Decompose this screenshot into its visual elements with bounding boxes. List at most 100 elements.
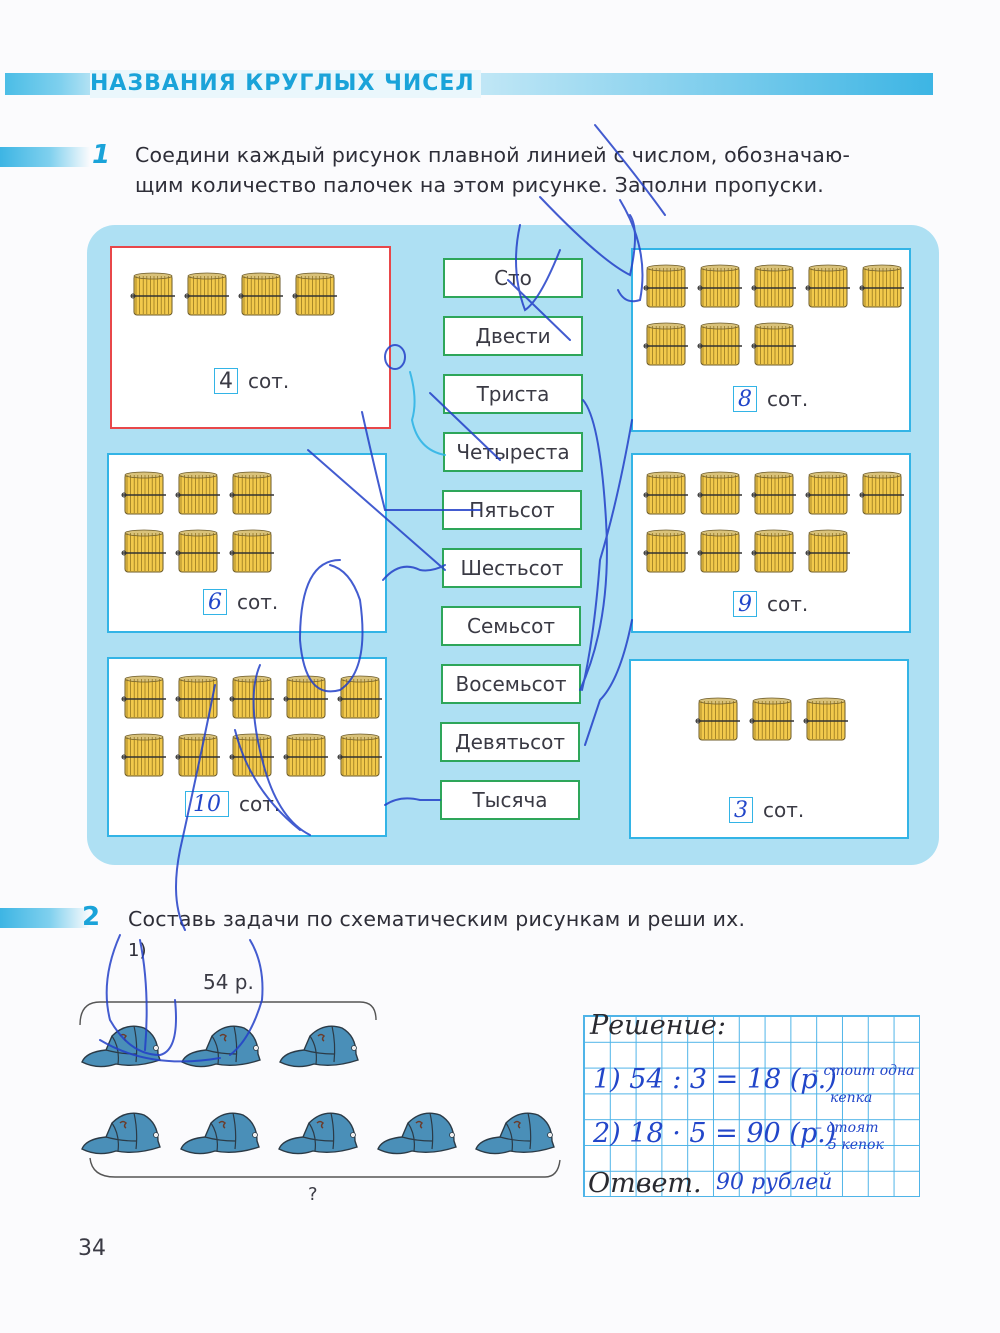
stick-bundle-icon [229,469,275,517]
stick-bundle-icon [697,262,743,310]
stick-bundle-icon [749,695,795,743]
stick-bundle-icon [283,731,329,779]
answer-label: Ответ. [588,1168,702,1199]
stick-bundle-icon [337,731,383,779]
task-2-number: 2 [82,902,101,932]
stick-bundle-icon [175,673,221,721]
task-2-text: Составь задачи по схематическим рисункам… [128,907,746,931]
number-word-200[interactable]: Двести [443,316,583,356]
price-label: 54 р. [203,970,254,994]
count-row: 4 сот. [214,368,289,394]
solution-step-2: 2) 18 · 5 = 90 (р.) [593,1118,837,1149]
stick-bundle-icon [175,527,221,575]
number-word-600[interactable]: Шестьсот [442,548,582,588]
stick-bundle-icon [121,469,167,517]
stick-bundle-icon [283,673,329,721]
solution-step-1-note-a: – стоит одна [812,1063,915,1079]
stick-bundle-icon [337,673,383,721]
count-answer-box[interactable]: 8 [733,386,757,412]
unit-label: сот. [237,590,279,614]
solution-step-2-note-a: – стоят [815,1120,879,1136]
page-number: 34 [78,1236,106,1261]
solution-heading: Решение: [590,1010,726,1041]
task-1-text-line1: Соедини каждый рисунок плавной линией с … [135,143,851,167]
stick-bundle-icon [695,695,741,743]
stick-bundle-icon [292,270,338,318]
bundle-card-3[interactable]: 3 сот. [629,659,909,839]
solution-step-1-note-b: кепка [830,1090,873,1106]
cap-icon [175,1105,263,1159]
unit-label: сот. [248,369,290,393]
count-row: 6 сот. [203,589,278,615]
number-word-400[interactable]: Четыреста [443,432,583,472]
count-answer-box[interactable]: 10 [185,791,229,817]
stick-bundle-icon [805,262,851,310]
stick-bundle-icon [697,469,743,517]
cap-icon [273,1105,361,1159]
stick-bundle-icon [697,527,743,575]
bottom-brace [89,1157,561,1178]
stick-bundle-icon [121,731,167,779]
unit-label: сот. [767,592,809,616]
bundle-group [643,469,905,575]
count-row: 9 сот. [733,591,808,617]
bundle-card-9[interactable]: 9 сот. [631,453,911,633]
number-word-900[interactable]: Девятьсот [440,722,580,762]
count-row: 8 сот. [733,386,808,412]
bundle-card-4[interactable]: 4 сот. [110,246,391,429]
number-word-100[interactable]: Сто [443,258,583,298]
bundle-card-6[interactable]: 6 сот. [107,453,387,633]
number-word-700[interactable]: Семьсот [441,606,581,646]
task-1-number: 1 [92,140,111,170]
stick-bundle-icon [121,527,167,575]
stick-bundle-icon [751,262,797,310]
stick-bundle-icon [130,270,176,318]
task-1-marker-band [0,147,90,167]
stick-bundle-icon [238,270,284,318]
solution-grid[interactable] [583,1015,920,1197]
count-row: 10 сот. [185,791,280,817]
section-title: НАЗВАНИЯ КРУГЛЫХ ЧИСЕЛ [90,70,481,98]
stick-bundle-icon [643,262,689,310]
number-word-800[interactable]: Восемьсот [441,664,581,704]
bundle-group [130,270,392,318]
bundle-card-10[interactable]: 10 сот. [107,657,387,837]
stick-bundle-icon [643,469,689,517]
bundle-group [695,695,849,743]
count-answer-box[interactable]: 3 [729,797,753,823]
count-answer-box[interactable]: 9 [733,591,757,617]
task-2-marker-band [0,908,90,928]
stick-bundle-icon [229,527,275,575]
task-1-text-line2: щим количество палочек на этом рисунке. … [135,173,825,197]
stick-bundle-icon [859,262,905,310]
stick-bundle-icon [803,695,849,743]
stick-bundle-icon [805,527,851,575]
stick-bundle-icon [175,731,221,779]
stick-bundle-icon [697,320,743,368]
bundle-group [643,262,905,368]
stick-bundle-icon [751,527,797,575]
stick-bundle-icon [751,469,797,517]
cap-icon [372,1105,460,1159]
number-word-500[interactable]: Пятьсот [442,490,582,530]
stick-bundle-icon [175,469,221,517]
count-answer-box[interactable]: 4 [214,368,238,394]
bundle-card-8[interactable]: 8 сот. [631,248,911,432]
stick-bundle-icon [751,320,797,368]
bundle-group [121,469,275,575]
cap-icon [176,1018,264,1072]
unit-label: сот. [767,387,809,411]
answer-value: 90 рублей [716,1170,833,1195]
number-word-300[interactable]: Триста [443,374,583,414]
solution-step-1: 1) 54 : 3 = 18 (р.) [593,1064,837,1095]
stick-bundle-icon [184,270,230,318]
subtask-number: 1) [128,940,147,961]
number-word-1000[interactable]: Тысяча [440,780,580,820]
unknown-total-label: ? [308,1184,318,1205]
stick-bundle-icon [229,731,275,779]
count-answer-box[interactable]: 6 [203,589,227,615]
unit-label: сот. [763,798,805,822]
stick-bundle-icon [121,673,167,721]
stick-bundle-icon [643,320,689,368]
solution-step-2-note-b: 5 кепок [828,1137,884,1153]
